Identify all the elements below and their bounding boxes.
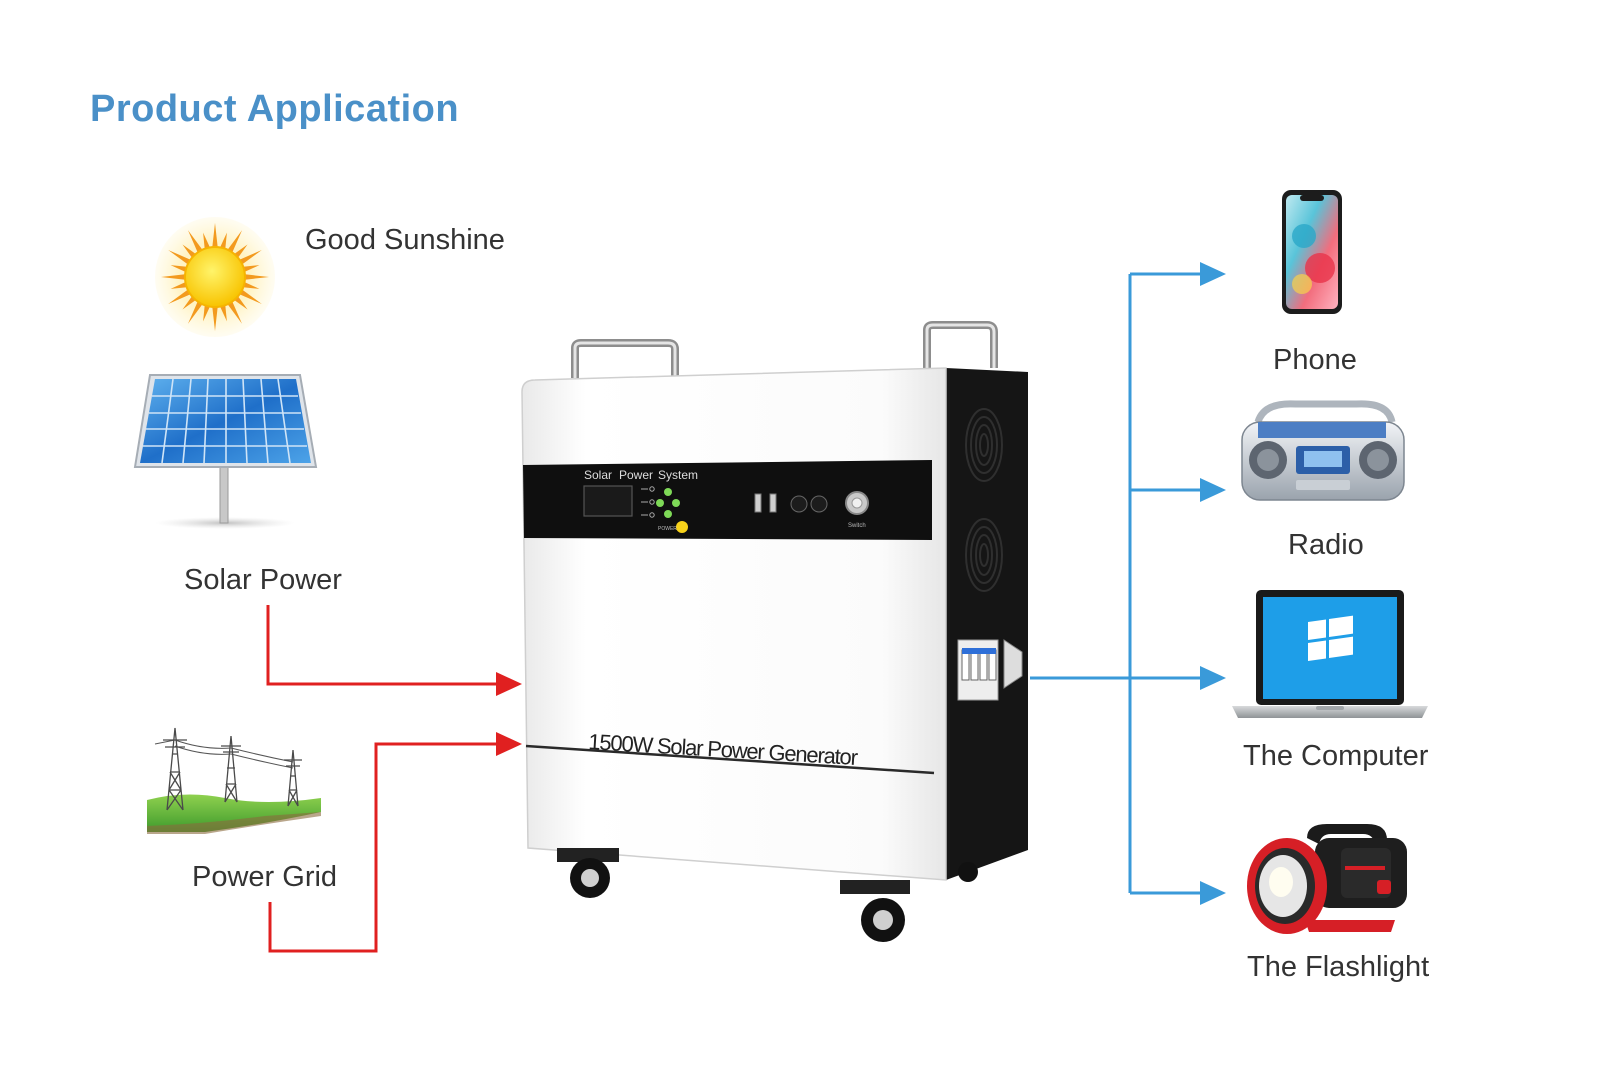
dc-ports [790,495,828,513]
power-button[interactable] [676,521,688,533]
wheels [557,848,978,942]
breaker-panel [957,639,1023,701]
right-handle [923,321,998,368]
power-grid-icon [147,727,321,834]
flashlight-label: The Flashlight [1247,951,1430,983]
grid-input-arrow [268,742,500,953]
laptop-icon [1232,590,1428,718]
sun-ray [239,289,262,304]
power-grid-label: Power Grid [192,861,338,893]
sun-ray [182,244,196,258]
sun-ray [168,250,191,265]
radio-arrowhead [1200,478,1226,502]
lcd-display [583,485,633,517]
sun-ray [234,244,248,258]
sun-ray [182,296,196,310]
sun-ray [220,232,227,249]
sun-icon [155,217,275,337]
solar-power-label: Solar Power [184,564,342,596]
sun-ray [188,230,203,253]
sun-ray [170,265,187,272]
panel-word-power: Power [619,468,653,482]
sun-ray [243,265,260,272]
control-panel [523,460,932,540]
indicator-lights [656,488,680,518]
phone-icon [1282,190,1342,314]
flashlight-arrowhead [1200,881,1226,905]
solar-input-arrow [266,605,500,686]
panel-word-system: System [658,468,698,482]
solar-generator-device: Solar Power System POWER Switch 1500W So… [521,321,1028,942]
phone-label: Phone [1273,344,1357,376]
sun-ray [168,289,191,304]
switch-label: Switch [848,523,866,529]
sun-ray [244,274,269,280]
computer-arrowhead [1200,666,1226,690]
sun-ray [212,223,218,248]
cooling-fan-icon [965,408,1003,592]
sun-ray [188,301,203,324]
sun-ray [227,230,242,253]
sun-ray [220,305,227,322]
sun-ray [227,301,242,324]
sun-ray [212,306,218,331]
sun-ray [239,250,262,265]
solar-panel-icon [133,374,318,529]
sun-ray [203,305,210,322]
flashlight-icon [1247,824,1407,934]
sun-ray [234,296,248,310]
panel-word-solar: Solar [584,468,612,482]
sunshine-label: Good Sunshine [305,224,505,256]
sun-ray [161,274,186,280]
side-panel [946,368,1028,880]
left-handle [571,339,679,378]
solar-arrowhead [496,672,522,696]
main-switch[interactable] [845,491,869,515]
sun-ray [170,282,187,289]
sun-ray [203,232,210,249]
grid-arrowhead [496,732,522,756]
sun-ray [243,282,260,289]
usb-ports [754,493,777,513]
radio-icon [1241,400,1405,501]
radio-label: Radio [1288,529,1364,561]
computer-label: The Computer [1243,740,1429,772]
power-button-label: POWER [658,526,677,532]
page-title: Product Application [90,88,460,130]
phone-arrowhead [1200,262,1226,286]
